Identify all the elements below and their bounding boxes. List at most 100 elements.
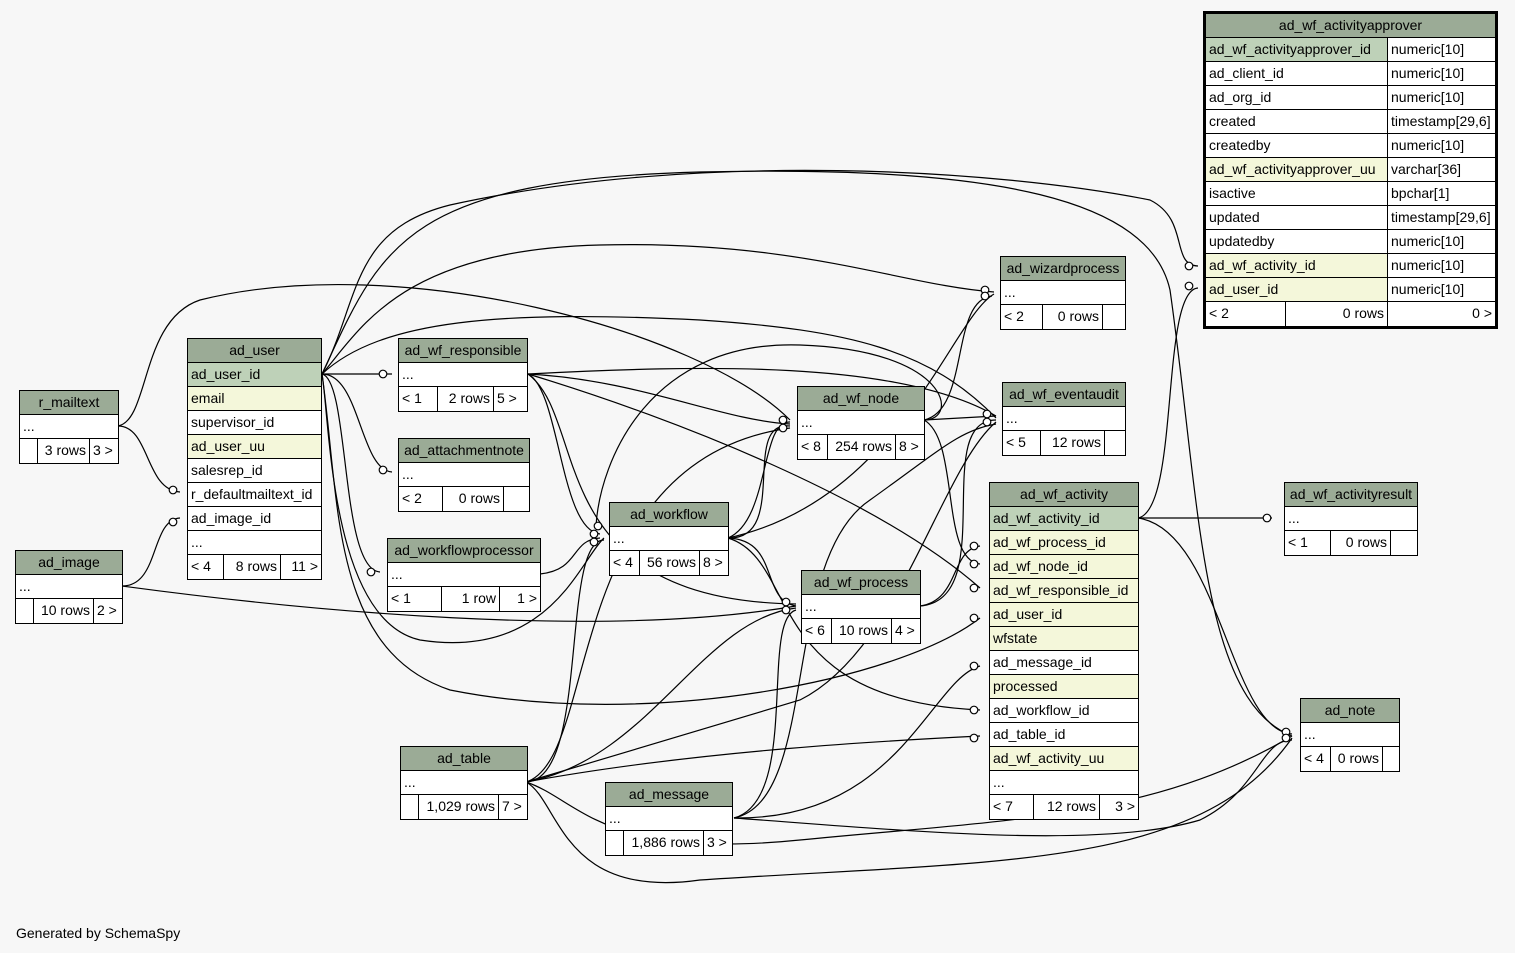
edge (919, 419, 997, 607)
edge (525, 735, 981, 783)
column-ellipsis: ... (20, 415, 118, 439)
column-ellipsis: ... (606, 807, 732, 831)
column-row: ... (990, 771, 1138, 795)
edge (525, 421, 997, 783)
column-row: ad_wf_node_id (990, 555, 1138, 579)
column-ellipsis: ... (401, 771, 527, 795)
edge (121, 585, 797, 622)
edge (525, 737, 1293, 884)
table-title: ad_wf_node (798, 387, 924, 411)
edge (527, 373, 981, 589)
table-title: ad_table (401, 747, 527, 771)
column-ellipsis: ... (1301, 723, 1399, 747)
optional-marker (1184, 281, 1194, 291)
column-row: supervisor_id (188, 411, 321, 435)
optional-marker (969, 541, 979, 551)
column-ellipsis: ... (399, 363, 527, 387)
edge (321, 244, 995, 375)
edge (117, 425, 181, 493)
table-title: ad_workflow (610, 503, 728, 527)
optional-marker (781, 597, 791, 607)
edge (321, 170, 1293, 737)
column-row: ad_wf_responsible_id (990, 579, 1138, 603)
column-row: wfstate (990, 627, 1138, 651)
optional-marker (168, 485, 178, 495)
table-title: ad_wf_activityresult (1285, 483, 1417, 507)
optional-marker (980, 291, 990, 301)
column-row: ad_image_id (188, 507, 321, 531)
optional-marker (969, 613, 979, 623)
table-ad-wf-activityapprover[interactable]: ad_wf_activityapprover ad_wf_activityapp… (1203, 11, 1498, 329)
table-title: ad_wizardprocess (1001, 257, 1125, 281)
column-ellipsis: ... (399, 463, 529, 487)
edge (733, 423, 997, 819)
table-ad-user[interactable]: ad_user ad_user_id email supervisor_id a… (187, 338, 322, 580)
column-row: email (188, 387, 321, 411)
table-title: ad_workflowprocessor (388, 539, 540, 563)
column-row: processed (990, 675, 1138, 699)
edge (733, 739, 1293, 837)
edge (727, 537, 981, 711)
column-row: ad_user_id (188, 363, 321, 387)
table-title: ad_message (606, 783, 732, 807)
table-title: ad_wf_process (802, 571, 920, 595)
table-title: ad_attachmentnote (399, 439, 529, 463)
column-row: ad_wf_activity_id (990, 507, 1138, 531)
edge-group (117, 169, 1293, 884)
edge (1137, 517, 1293, 735)
edge (321, 373, 981, 705)
edge (525, 539, 605, 783)
table-title: ad_wf_responsible (399, 339, 527, 363)
edge (525, 607, 797, 783)
column-ellipsis: ... (388, 563, 540, 587)
column-row: ad_workflow_id (990, 699, 1138, 723)
optional-marker (1281, 733, 1291, 743)
edge-end-markers (168, 261, 1291, 743)
optional-marker (969, 559, 979, 569)
optional-marker (366, 567, 376, 577)
table-title: ad_image (16, 551, 122, 575)
optional-marker (982, 409, 992, 419)
optional-marker (982, 417, 992, 427)
edge (117, 284, 791, 427)
table-ad-wf-activity[interactable]: ad_wf_activity ad_wf_activity_id ad_wf_p… (989, 482, 1139, 820)
column-ellipsis: ... (802, 595, 920, 619)
edge (923, 295, 993, 421)
edge (733, 665, 981, 819)
column-row: ad_user_uu (188, 435, 321, 459)
column-row: ad_wf_activity_uu (990, 747, 1138, 771)
column-row: ad_wf_process_id (990, 531, 1138, 555)
optional-marker (589, 529, 599, 539)
optional-marker (589, 537, 599, 547)
